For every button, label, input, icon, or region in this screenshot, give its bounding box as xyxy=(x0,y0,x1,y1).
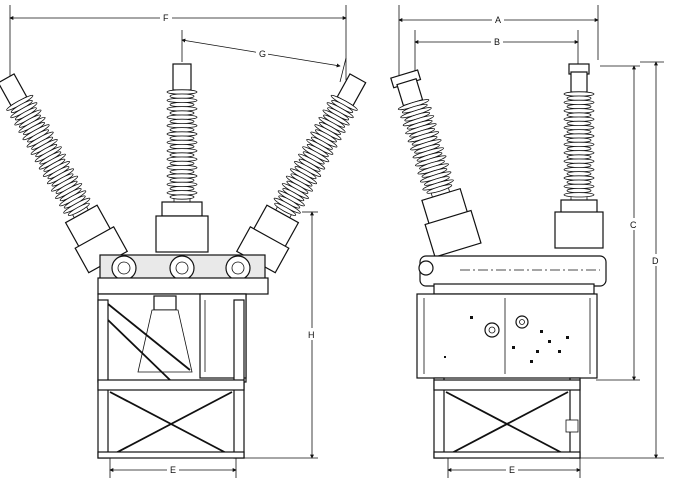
insulator-shed xyxy=(166,139,198,146)
insulator-shed xyxy=(169,144,195,150)
front-mechanism-heads xyxy=(97,254,269,295)
insulator-shed xyxy=(563,91,595,97)
dimension-e-side-label: E xyxy=(509,465,515,475)
insulator-shed xyxy=(566,120,592,126)
insulator-shed xyxy=(566,129,592,135)
dimension-f-label: F xyxy=(163,13,169,23)
dimension-e-front-label: E xyxy=(170,465,176,475)
dimension-c: C xyxy=(596,65,640,381)
side-cabinet xyxy=(416,293,598,379)
insulator-shed xyxy=(67,202,90,216)
insulator-shed xyxy=(166,173,198,179)
dimension-d: D xyxy=(580,61,664,459)
insulator-shed xyxy=(563,175,595,181)
insulator-shed xyxy=(563,108,595,114)
front-view: F G H E xyxy=(0,5,367,478)
side-vertical-bushing xyxy=(554,63,604,249)
insulator-shed xyxy=(563,183,595,190)
insulator-shed xyxy=(166,89,198,95)
insulator-shed xyxy=(566,137,592,143)
insulator-shed xyxy=(169,177,195,183)
insulator-shed xyxy=(169,194,195,200)
dimension-g: G xyxy=(181,30,347,83)
side-view: A B C D xyxy=(390,5,664,478)
insulator-shed xyxy=(169,93,195,99)
insulator-shed xyxy=(566,112,592,118)
insulator-shed xyxy=(166,114,198,120)
side-tilted-bushing xyxy=(390,69,482,258)
dimension-d-label: D xyxy=(652,256,659,266)
insulator-shed xyxy=(566,95,592,101)
insulator-shed xyxy=(566,104,592,110)
dimension-e-front: E xyxy=(109,458,237,478)
insulator-shed xyxy=(274,202,297,216)
insulator-shed xyxy=(563,158,595,164)
insulator-shed xyxy=(166,165,198,171)
insulator-shed xyxy=(169,135,195,141)
dimension-c-label: C xyxy=(630,220,637,230)
insulator-shed xyxy=(166,181,198,188)
insulator-shed xyxy=(563,99,595,105)
insulator-shed xyxy=(563,192,595,198)
insulator-shed xyxy=(566,154,592,160)
insulator-shed xyxy=(426,184,453,194)
insulator-shed xyxy=(169,118,195,124)
dimension-e-side: E xyxy=(447,458,581,478)
insulator-shed xyxy=(166,148,198,154)
insulator-shed xyxy=(166,123,198,129)
dimension-g-label: G xyxy=(259,49,266,59)
insulator-shed xyxy=(563,125,595,131)
dimension-h-label: H xyxy=(308,330,315,340)
insulator-shed xyxy=(169,127,195,133)
insulator-shed xyxy=(169,102,195,108)
insulator-shed xyxy=(169,110,195,116)
side-frame xyxy=(433,377,581,459)
insulator-shed xyxy=(169,160,195,167)
left-bushing xyxy=(0,73,129,274)
center-bushing xyxy=(155,63,209,253)
insulator-shed xyxy=(566,187,592,194)
insulator-shed xyxy=(166,97,198,103)
insulator-shed xyxy=(566,146,592,152)
insulator-shed xyxy=(166,190,198,196)
insulator-shed xyxy=(169,186,195,192)
insulator-shed xyxy=(563,150,595,156)
dimension-b-label: B xyxy=(494,37,500,47)
insulator-shed xyxy=(166,131,198,137)
insulator-shed xyxy=(563,133,595,139)
front-frame xyxy=(97,293,247,459)
insulator-shed xyxy=(563,141,595,148)
insulator-shed xyxy=(563,167,595,173)
insulator-shed xyxy=(169,169,195,175)
insulator-shed xyxy=(566,179,592,185)
insulator-shed xyxy=(166,156,198,162)
dimension-h: H xyxy=(244,211,318,459)
insulator-shed xyxy=(566,162,592,169)
dimension-a: A xyxy=(398,5,599,80)
insulator-shed xyxy=(166,106,198,112)
dimension-a-label: A xyxy=(495,15,501,25)
right-bushing xyxy=(235,73,367,274)
insulator-shed xyxy=(169,152,195,158)
insulator-shed xyxy=(566,171,592,177)
side-tank xyxy=(418,255,607,295)
insulator-shed xyxy=(563,116,595,122)
dimension-b: B xyxy=(414,30,579,80)
